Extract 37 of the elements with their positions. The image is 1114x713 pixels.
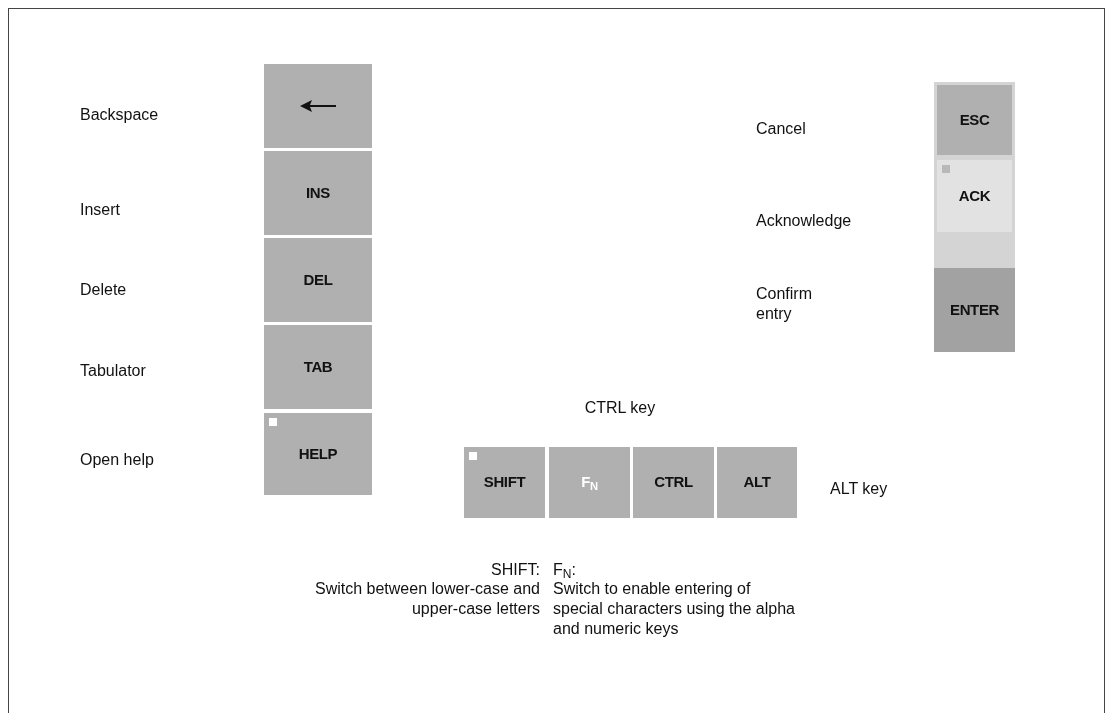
key xyxy=(264,151,372,235)
key xyxy=(549,447,630,518)
key-label: ENTER xyxy=(950,299,999,320)
key-label: ACK xyxy=(958,185,991,206)
key-label: CTRL xyxy=(654,472,693,493)
key-label: TAB xyxy=(303,356,333,377)
key-description: Open help xyxy=(80,450,155,470)
key-description: Backspace xyxy=(80,105,160,125)
key-description: Cancel xyxy=(756,119,807,139)
key xyxy=(937,160,1012,232)
key-description: F$_{N}$: xyxy=(553,560,577,580)
key-description: SHIFT: xyxy=(490,560,540,580)
key xyxy=(937,85,1012,155)
key-description: Switch to enable entering of special characters using the alpha and numeric keys xyxy=(553,579,796,639)
key-description: CTRL key xyxy=(583,398,657,418)
key-label: ALT xyxy=(743,472,771,493)
key-label: INS xyxy=(306,182,330,203)
key xyxy=(633,447,714,518)
key-description: Tabulator xyxy=(80,361,147,381)
key xyxy=(264,238,372,322)
key-label: ESC xyxy=(959,109,990,130)
key xyxy=(264,64,372,148)
key-description: ALT key xyxy=(830,479,889,499)
key xyxy=(264,325,372,409)
key xyxy=(264,413,372,495)
key-description: Delete xyxy=(80,280,128,300)
key xyxy=(934,268,1015,352)
key-description: Insert xyxy=(80,200,121,220)
key-description: Confirm entry xyxy=(756,284,813,324)
key xyxy=(464,447,545,518)
key-label: HELP xyxy=(298,443,338,464)
key-description: Acknowledge xyxy=(756,211,853,231)
key-label: F$_{N}$ xyxy=(581,472,598,494)
key-label: SHIFT xyxy=(483,472,526,493)
key-description: Switch between lower-case and upper-case letters xyxy=(314,579,540,619)
key xyxy=(717,447,797,518)
key-label: DEL xyxy=(303,269,333,290)
